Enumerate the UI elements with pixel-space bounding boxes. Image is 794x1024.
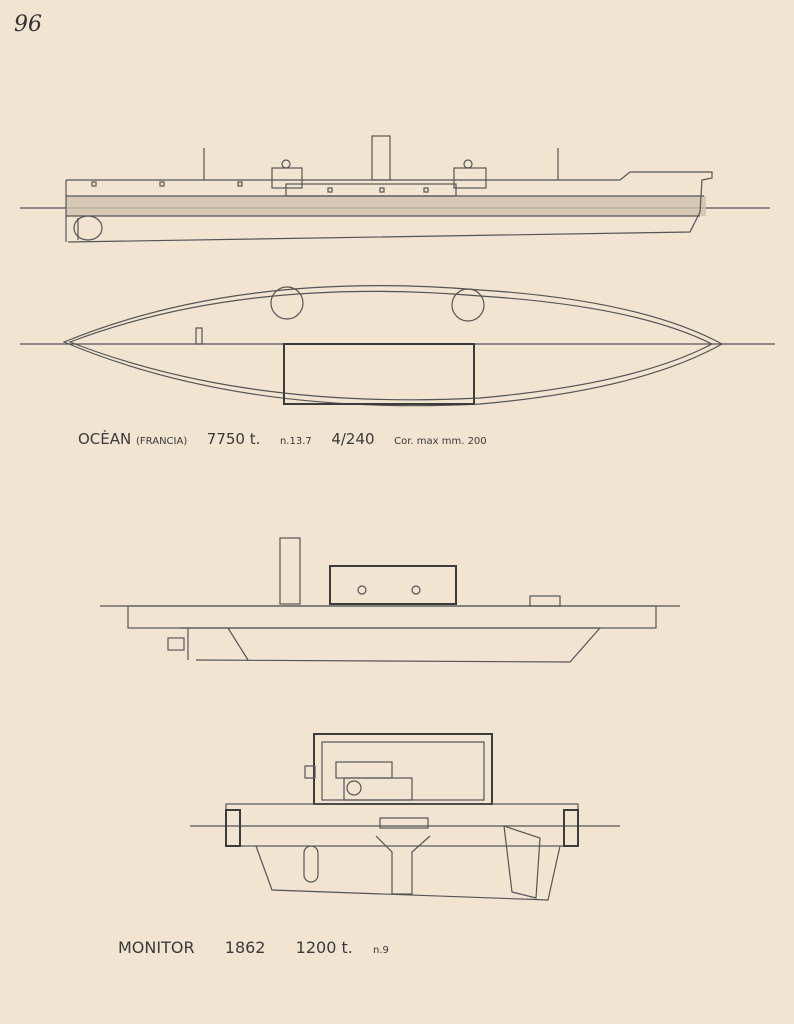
ocean-country: (FRANCIA) — [136, 436, 188, 447]
monitor-funnel — [279, 537, 301, 605]
monitor-hull — [180, 627, 602, 663]
section-deck — [225, 803, 579, 847]
monitor-year: 1862 — [224, 938, 266, 957]
ocean-name: OCÈAN — [78, 430, 132, 448]
barbette-fore — [271, 167, 303, 189]
monitor-name: MONITOR — [118, 938, 195, 957]
barbette-plan-aft — [451, 288, 485, 322]
ocean-armor: Cor. max mm. 200 — [394, 436, 487, 447]
ocean-speed: n.13.7 — [279, 436, 312, 447]
page-number: 96 — [14, 12, 42, 37]
ocean-displacement: 7750 t. — [206, 430, 261, 448]
casemate-plan — [283, 343, 475, 405]
armor-belt — [66, 196, 706, 216]
ocean-side-profile — [20, 135, 770, 243]
section-turret — [313, 733, 493, 805]
monitor-displacement: 1200 t. — [295, 938, 353, 957]
monitor-speed: n.9 — [373, 945, 389, 956]
pilot-house — [529, 595, 561, 607]
gun-carriage — [343, 777, 413, 801]
barbette-aft — [453, 167, 487, 189]
section-gun — [335, 761, 393, 779]
monitor-side-profile — [100, 537, 680, 663]
deck-outline-outer — [62, 285, 724, 407]
barbette-plan-fore — [270, 286, 304, 320]
turret-spindle — [375, 835, 431, 895]
funnel — [371, 135, 391, 181]
monitor-rudder — [167, 637, 185, 651]
monitor-caption: MONITOR 1862 1200 t. n.9 — [118, 938, 389, 957]
monitor-turret — [329, 565, 457, 605]
deck-outline-inner — [68, 290, 714, 401]
section-hull — [255, 845, 561, 901]
casemate — [285, 183, 457, 197]
ocean-caption: OCÈAN (FRANCIA) 7750 t. n.13.7 4/240 Cor… — [78, 430, 487, 448]
ocean-plan-view — [20, 285, 775, 407]
hull-outline — [66, 171, 713, 243]
ocean-guns: 4/240 — [331, 430, 375, 448]
monitor-deck — [127, 605, 657, 629]
stern-screw — [73, 215, 103, 241]
monitor-cross-section — [190, 733, 620, 901]
